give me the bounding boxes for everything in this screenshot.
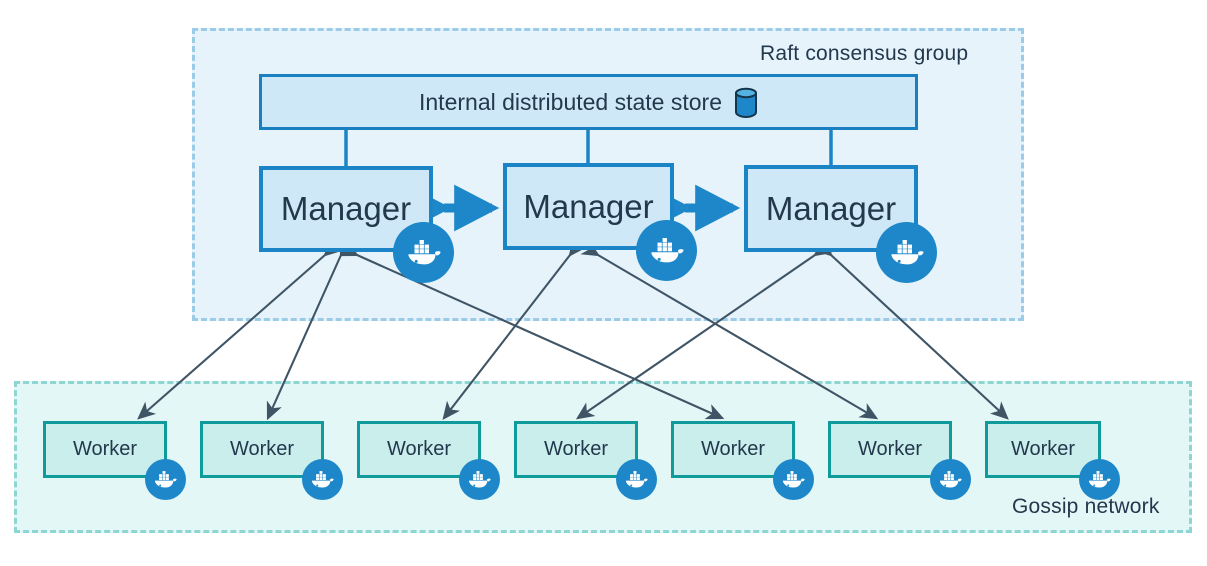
manager-label-1: Manager: [280, 190, 412, 227]
worker-node-5[interactable]: Worker: [671, 421, 795, 478]
worker-label-4: Worker: [543, 438, 609, 460]
internal-state-store-node[interactable]: Internal distributed state store: [259, 74, 918, 130]
worker-node-1[interactable]: Worker: [43, 421, 167, 478]
docker-whale-icon-worker-5: [773, 459, 814, 500]
worker-label-5: Worker: [700, 438, 766, 460]
docker-whale-icon-worker-3: [459, 459, 500, 500]
worker-node-6[interactable]: Worker: [828, 421, 952, 478]
worker-node-2[interactable]: Worker: [200, 421, 324, 478]
raft-consensus-group-label: Raft consensus group: [760, 42, 969, 65]
docker-whale-icon-worker-7: [1079, 459, 1120, 500]
worker-label-3: Worker: [386, 438, 452, 460]
store-inner: Internal distributed state store: [419, 87, 758, 118]
manager-label-3: Manager: [765, 189, 897, 227]
worker-node-4[interactable]: Worker: [514, 421, 638, 478]
worker-label-7: Worker: [1010, 438, 1076, 460]
docker-whale-icon-manager-3: [876, 222, 937, 283]
store-label: Internal distributed state store: [419, 88, 722, 115]
docker-whale-icon-manager-1: [393, 222, 454, 283]
docker-whale-icon-worker-2: [302, 459, 343, 500]
docker-whale-icon-manager-2: [636, 220, 697, 281]
database-cylinder-icon: [734, 87, 758, 118]
docker-whale-icon-worker-6: [930, 459, 971, 500]
worker-label-1: Worker: [72, 438, 138, 460]
worker-label-6: Worker: [857, 438, 923, 460]
manager-label-2: Manager: [523, 187, 654, 225]
gossip-network-group-label: Gossip network: [1012, 495, 1160, 518]
worker-node-3[interactable]: Worker: [357, 421, 481, 478]
docker-whale-icon-worker-4: [616, 459, 657, 500]
docker-whale-icon-worker-1: [145, 459, 186, 500]
worker-label-2: Worker: [229, 438, 295, 460]
worker-node-7[interactable]: Worker: [985, 421, 1101, 478]
